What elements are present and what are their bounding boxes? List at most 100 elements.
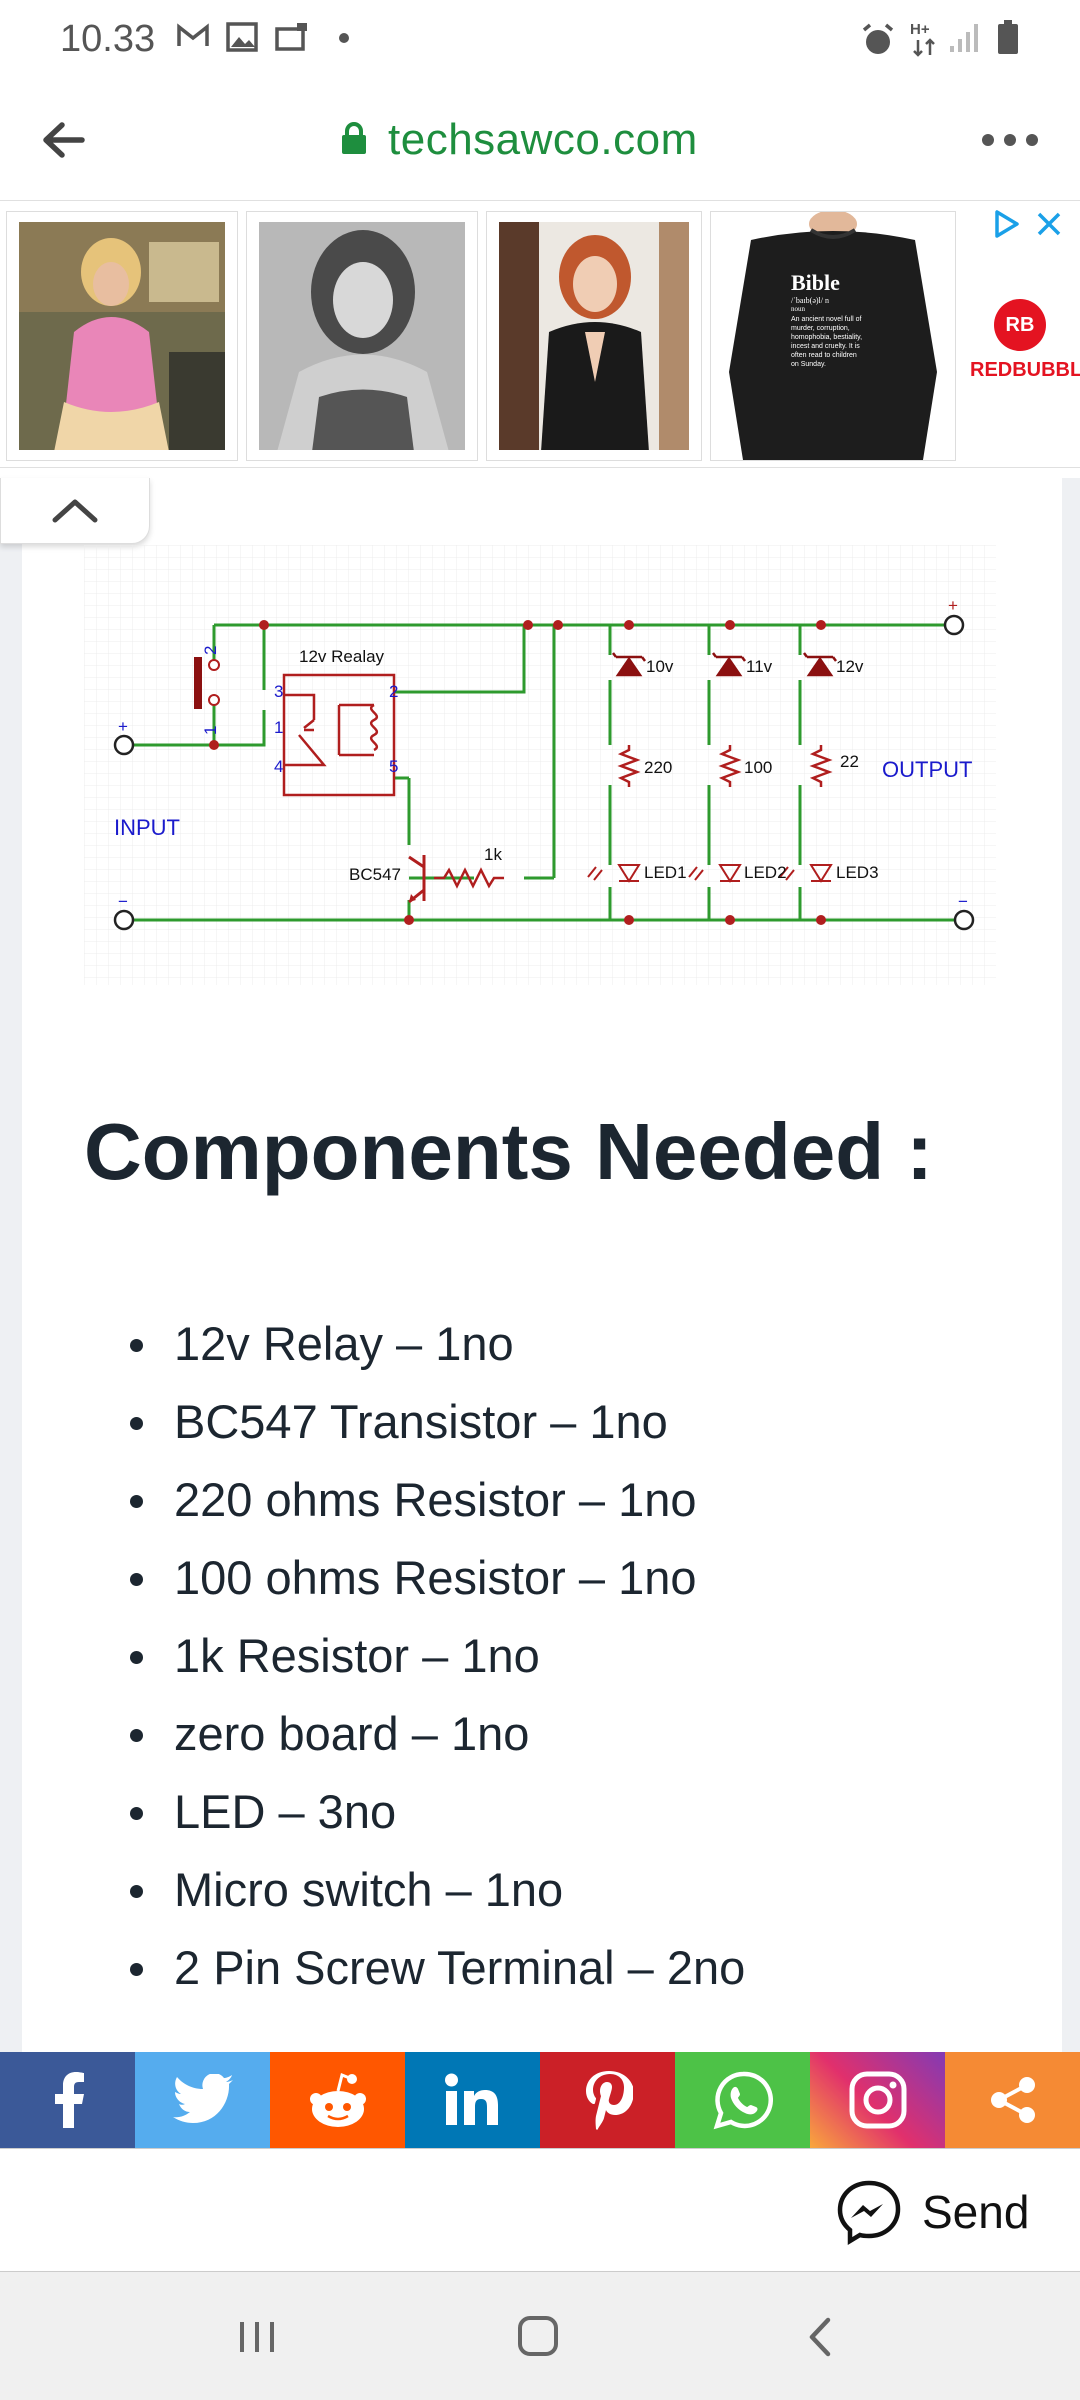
output-minus-label: − (958, 892, 968, 911)
relay-pin-4: 4 (274, 757, 283, 776)
back-arrow-icon[interactable] (38, 115, 88, 165)
redbubble-logo[interactable]: RB REDBUBBLE (970, 299, 1080, 382)
pinterest-icon (585, 2071, 633, 2130)
relay-pin-1: 1 (274, 718, 283, 737)
close-icon[interactable] (1034, 209, 1064, 244)
list-item: LED – 3no (130, 1773, 745, 1851)
page-heading: Components Needed : (84, 1107, 933, 1196)
relay-label: 12v Realay (299, 647, 385, 666)
led-label-3: LED3 (836, 863, 879, 882)
list-item: zero board – 1no (130, 1695, 745, 1773)
share-more-button[interactable] (945, 2052, 1080, 2148)
relay-pin-5: 5 (389, 757, 398, 776)
shirt-subtitle: /ˈbaɪb(ə)l/ n (791, 296, 829, 305)
relay-pin-3: 3 (274, 682, 283, 701)
base-resistor-label: 1k (484, 845, 502, 864)
page-gutter-left (0, 544, 22, 2052)
output-label: OUTPUT (882, 757, 972, 782)
resistor-label-1: 220 (644, 758, 672, 777)
social-share-bar (0, 2052, 1080, 2148)
shirt-text-line: incest and cruelty. It is (791, 343, 860, 350)
zener-label-2: 11v (746, 657, 773, 676)
ad-banner[interactable]: Bible /ˈbaɪb(ə)l/ n noun An ancient nove… (0, 200, 1080, 468)
facebook-share-button[interactable] (0, 2052, 135, 2148)
list-item: 2 Pin Screw Terminal – 2no (130, 1929, 745, 2007)
reddit-icon (309, 2072, 366, 2127)
share-icon (990, 2077, 1035, 2123)
ad-product-4[interactable]: Bible /ˈbaɪb(ə)l/ n noun An ancient nove… (710, 211, 956, 461)
instagram-share-button[interactable] (810, 2052, 945, 2148)
svg-text:H+: H+ (910, 21, 930, 38)
messenger-bar: Send (0, 2148, 1080, 2272)
resistor-label-2: 100 (744, 758, 772, 777)
input-minus-label: − (118, 892, 128, 911)
address-bar[interactable]: techsawco.com (340, 110, 698, 170)
data-hplus-icon: H+ (910, 20, 940, 58)
reddit-share-button[interactable] (270, 2052, 405, 2148)
whatsapp-icon (713, 2071, 773, 2130)
base-resistor (434, 867, 504, 889)
recents-icon[interactable] (228, 2312, 288, 2362)
list-item: 12v Relay – 1no (130, 1305, 745, 1383)
list-item: BC547 Transistor – 1no (130, 1383, 745, 1461)
twitter-share-button[interactable] (135, 2052, 270, 2148)
alarm-icon (860, 22, 896, 58)
shirt-text-line: homophobia, bestiality, (791, 334, 863, 341)
ad-image-woman-pink (19, 222, 225, 450)
battery-icon (996, 20, 1020, 56)
chevron-up-icon (52, 499, 98, 523)
whatsapp-share-button[interactable] (675, 2052, 810, 2148)
terminals (113, 614, 975, 931)
junctions (209, 620, 826, 925)
url-text: techsawco.com (388, 115, 698, 164)
ad-image-woman-bw (259, 222, 465, 450)
browser-toolbar: techsawco.com (0, 80, 1080, 200)
messenger-icon (837, 2180, 901, 2245)
transistor-label: BC547 (349, 865, 401, 884)
resistor-label-3: 22 (840, 752, 859, 771)
led-label-1: LED1 (644, 863, 687, 882)
wires (124, 623, 964, 922)
pinterest-share-button[interactable] (540, 2052, 675, 2148)
gallery-icon (226, 22, 258, 52)
list-item: Micro switch – 1no (130, 1851, 745, 1929)
ad-product-1[interactable] (6, 211, 238, 461)
rb-logo-mark: RB (994, 299, 1046, 351)
zener-label-3: 12v (836, 657, 864, 676)
ad-product-3[interactable] (486, 211, 702, 461)
resistors (617, 745, 833, 787)
collapse-ad-button[interactable] (0, 478, 150, 544)
signal-icon (948, 22, 982, 54)
more-dots-icon[interactable] (980, 130, 1040, 150)
relay (282, 673, 396, 797)
messenger-send-button[interactable]: Send (836, 2179, 1029, 2245)
shirt-text-line: An ancient novel full of (791, 316, 862, 323)
ad-image-shirt: Bible /ˈbaɪb(ə)l/ n noun An ancient nove… (711, 212, 955, 460)
cast-icon (275, 22, 311, 52)
ad-product-2[interactable] (246, 211, 478, 461)
rb-brand-name: REDBUBBLE (970, 359, 1080, 381)
shirt-text-line: murder, corruption, (791, 325, 850, 332)
dot-icon (338, 32, 350, 44)
components-list: 12v Relay – 1no BC547 Transistor – 1no 2… (130, 1305, 745, 2007)
lock-icon (340, 121, 368, 160)
back-icon[interactable] (790, 2312, 850, 2362)
shirt-pos: noun (791, 305, 805, 313)
send-label: Send (922, 2186, 1030, 2238)
facebook-icon (54, 2072, 84, 2128)
adchoices-icon[interactable] (992, 209, 1022, 244)
schematic-grid (84, 545, 996, 985)
linkedin-share-button[interactable] (405, 2052, 540, 2148)
zener-diodes (612, 652, 837, 677)
switch-pin-2: 2 (201, 646, 220, 655)
status-time: 10.33 (60, 18, 156, 60)
relay-pin-2: 2 (389, 682, 398, 701)
list-item: 220 ohms Resistor – 1no (130, 1461, 745, 1539)
shirt-text-line: often read to children (791, 352, 857, 359)
switch-pin-1: 1 (201, 726, 220, 735)
micro-switch (194, 657, 220, 709)
home-icon[interactable] (508, 2312, 568, 2362)
input-label: INPUT (114, 815, 180, 840)
led-label-2: LED2 (744, 863, 787, 882)
twitter-icon (172, 2074, 234, 2123)
